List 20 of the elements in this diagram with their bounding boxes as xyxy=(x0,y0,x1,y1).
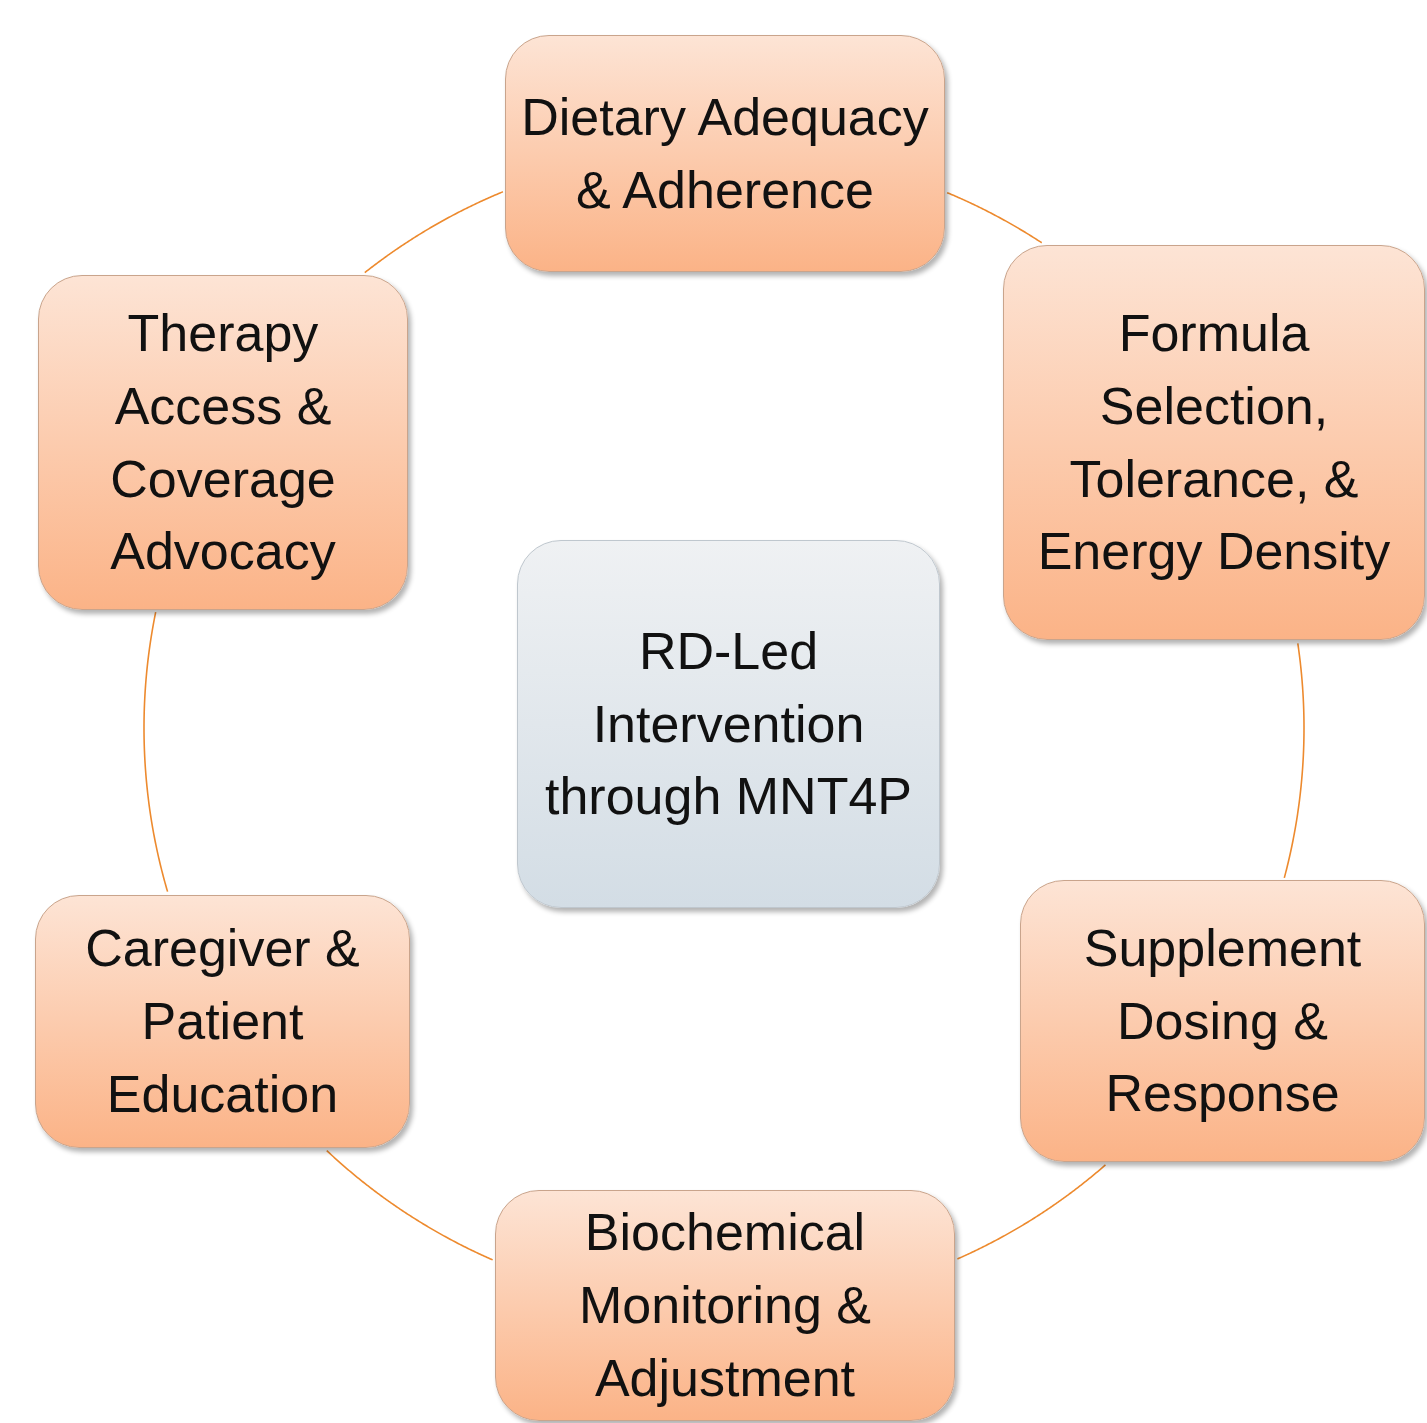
connector-arc xyxy=(363,191,504,274)
connector-arc xyxy=(946,191,1043,244)
node-text: Caregiver & Patient Education xyxy=(84,918,361,1125)
topic-box xyxy=(35,895,410,1148)
topic-box xyxy=(495,1190,955,1421)
node-text: Therapy Access & Coverage Advocacy xyxy=(109,302,337,583)
connector-arc xyxy=(1283,642,1305,879)
connector-arc xyxy=(325,1149,494,1261)
topic-box xyxy=(1003,245,1425,640)
topic-box xyxy=(505,35,945,272)
connector-arc xyxy=(956,1164,1107,1260)
node-text: Formula Selection, Tolerance, & Energy Density xyxy=(1036,302,1392,583)
node-text: Dietary Adequacy & Adherence xyxy=(520,86,930,221)
topic-box xyxy=(1020,880,1425,1162)
node-text: Biochemical Monitoring & Adjustment xyxy=(578,1202,872,1409)
node-text: RD-Led Intervention through MNT4P xyxy=(543,620,913,828)
topic-box xyxy=(38,275,408,610)
node-text: Supplement Dosing & Response xyxy=(1082,917,1363,1125)
connector-arc xyxy=(143,611,169,893)
central-box xyxy=(517,540,940,908)
